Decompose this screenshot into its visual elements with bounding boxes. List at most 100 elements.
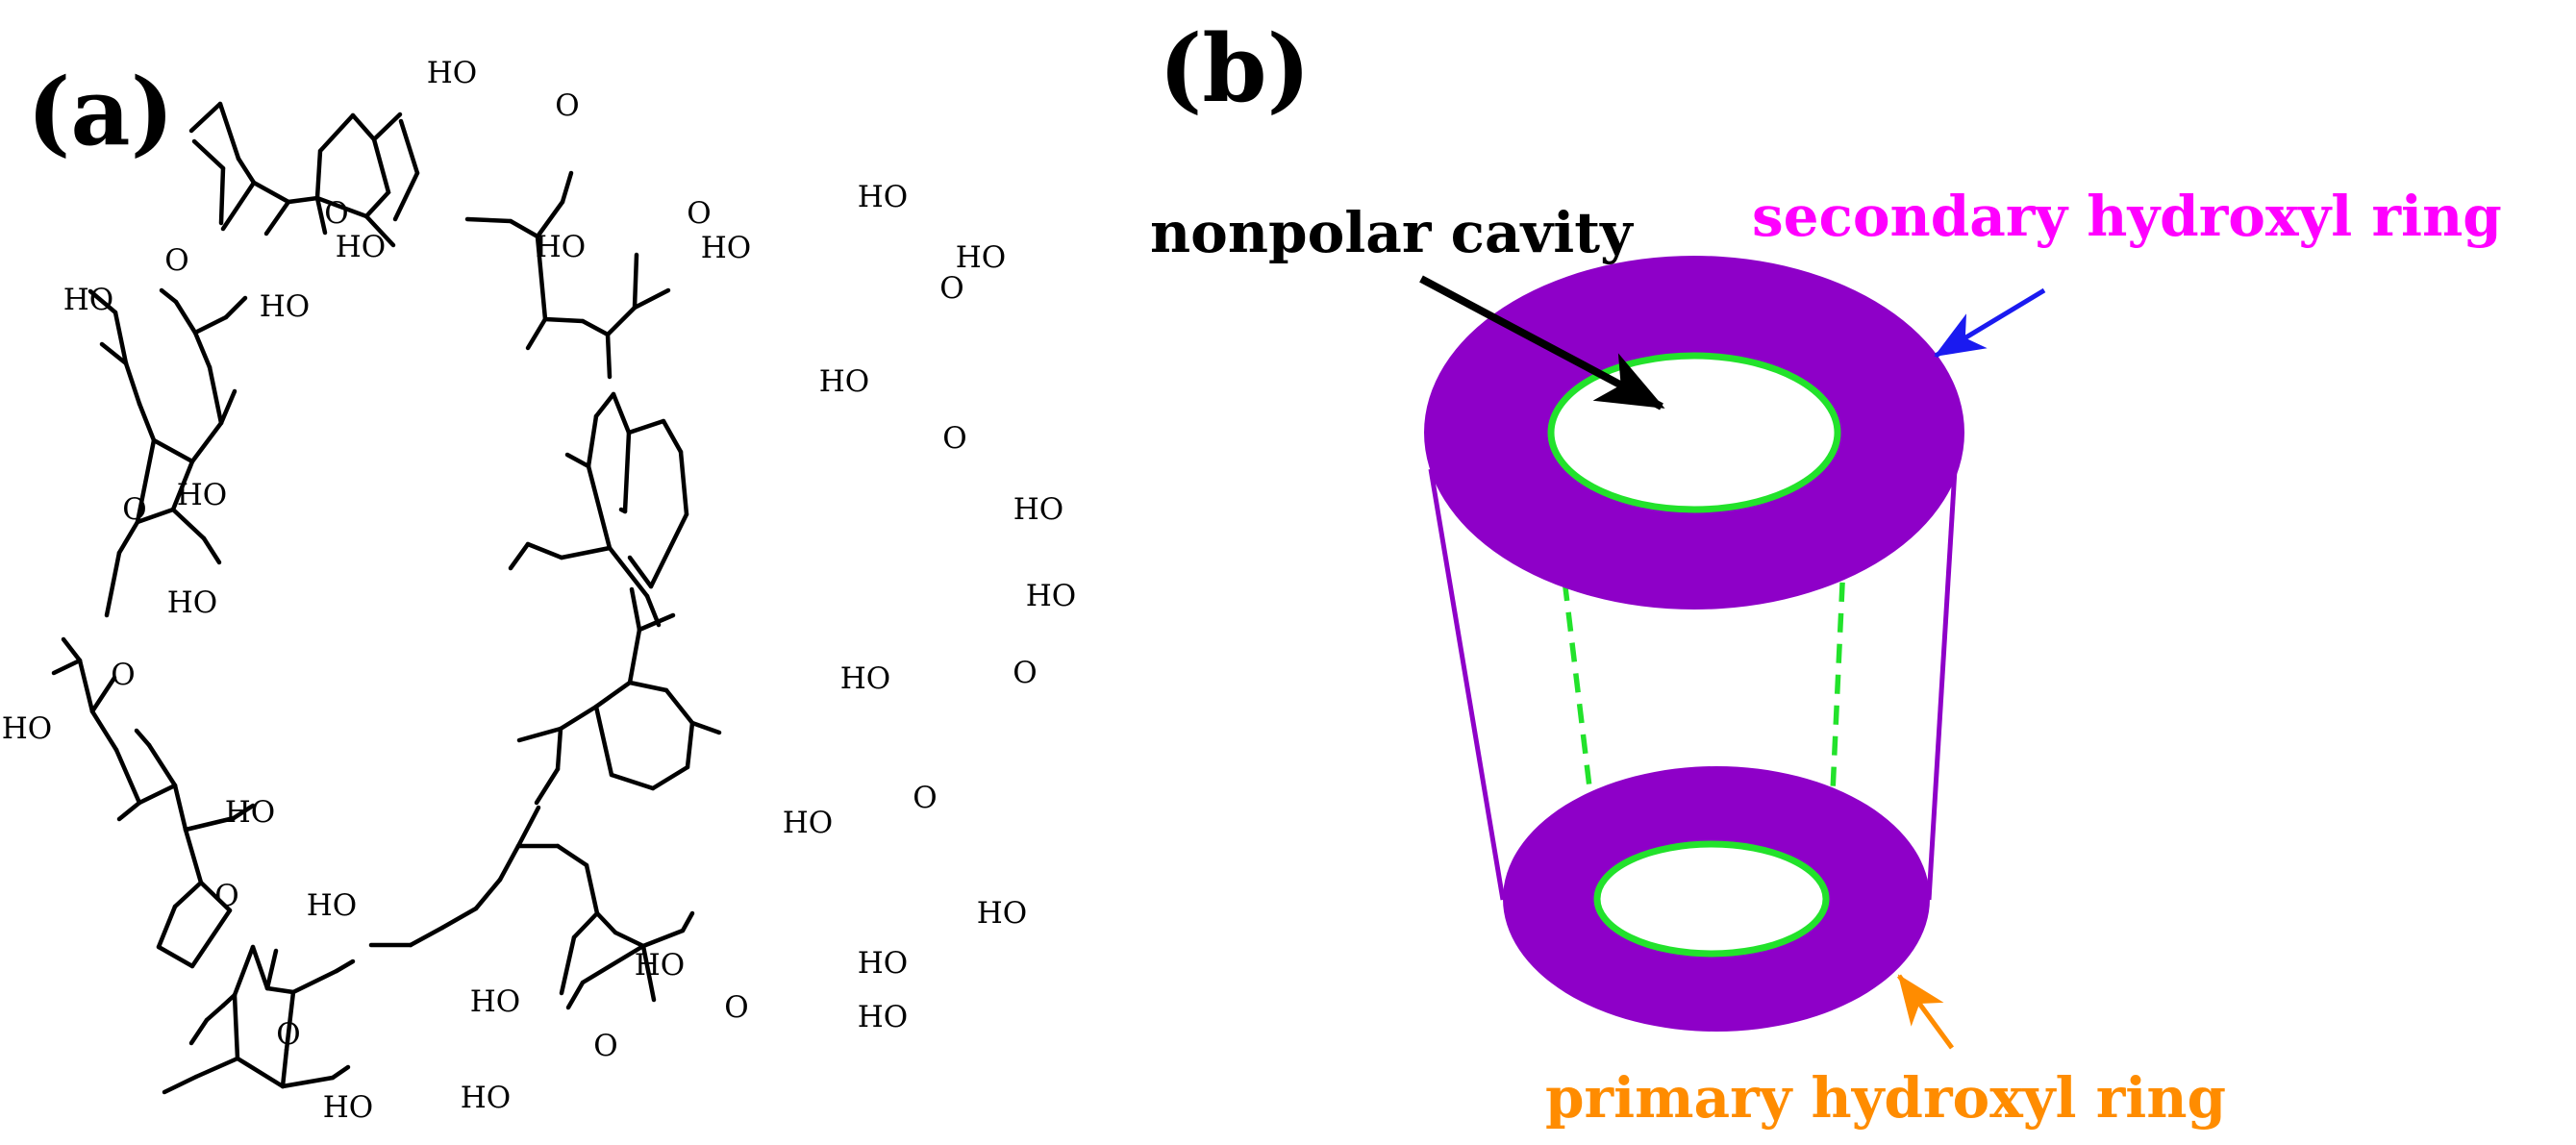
- ring-oxygen-label-11: O: [939, 271, 963, 306]
- hydroxyl-label-24: HO: [225, 795, 275, 830]
- bond-69: [640, 943, 657, 1003]
- bond-46: [558, 704, 599, 732]
- structure-bonds: [41, 91, 732, 1105]
- bond-106: [183, 815, 237, 833]
- bond-61: [439, 906, 479, 931]
- bond-116: [189, 420, 224, 464]
- bond-82: [235, 1056, 286, 1089]
- hydroxyl-label-14: HO: [956, 240, 1006, 275]
- bond-113: [104, 550, 122, 618]
- bond-109: [156, 904, 178, 950]
- secondary-hydroxyl-ring-label: secondary hydroxyl ring: [1752, 184, 2502, 249]
- bond-70: [640, 928, 686, 949]
- bond-35: [525, 541, 564, 560]
- primary-hydroxyl-ring: [1503, 766, 1930, 1032]
- hydroxyl-label-18: HO: [1013, 492, 1063, 527]
- bond-22: [632, 252, 639, 311]
- bond-119: [192, 330, 213, 370]
- bond-28: [618, 507, 628, 514]
- bond-49: [534, 766, 561, 806]
- hydroxyl-label-30: HO: [470, 984, 520, 1019]
- bond-8: [220, 180, 257, 232]
- bond-40: [678, 449, 689, 517]
- bond-53: [650, 764, 690, 791]
- bond-77: [290, 968, 339, 995]
- bond-105: [51, 658, 83, 676]
- bond-50: [627, 680, 669, 693]
- bond-7: [263, 199, 291, 236]
- bond-30: [586, 413, 599, 469]
- ring-oxygen-label-7: O: [164, 243, 188, 278]
- bond-18: [535, 234, 548, 322]
- bond-42: [627, 555, 654, 589]
- bond-62: [408, 925, 445, 948]
- bond-56: [689, 720, 722, 735]
- bond-84: [330, 1064, 351, 1081]
- bond-117: [218, 388, 238, 426]
- hydroxyl-label-1: HO: [427, 56, 477, 90]
- ring-oxygen-label-28: O: [214, 879, 238, 913]
- bond-96: [146, 742, 178, 788]
- ring-oxygen-label-19: O: [1013, 656, 1037, 690]
- bond-underlay-1: [305, 103, 365, 211]
- ring-oxygen-label-36: O: [276, 1017, 300, 1052]
- bond-125: [137, 401, 157, 443]
- bond-34: [559, 545, 613, 560]
- bond-98: [137, 783, 178, 806]
- bond-85: [284, 989, 296, 1053]
- bond-36: [508, 541, 531, 571]
- primary-ring-opening: [1593, 840, 1830, 958]
- bond-31: [586, 463, 613, 551]
- hydroxyl-label-20: HO: [1026, 579, 1076, 613]
- bond-65: [555, 843, 589, 868]
- ring-oxygen-label-25: O: [913, 781, 937, 815]
- bond-1: [314, 112, 356, 201]
- bond-11: [191, 138, 226, 171]
- secondary-ring-opening: [1547, 352, 1841, 513]
- primary-ring-band: [1503, 766, 1930, 1032]
- ring-oxygen-label-13: O: [942, 421, 966, 456]
- bond-88: [220, 992, 238, 1008]
- bond-122: [192, 314, 229, 336]
- panel-a-label: (a): [27, 58, 174, 166]
- bond-118: [207, 364, 224, 426]
- hydroxyl-label-31: HO: [635, 948, 685, 983]
- bond-47: [516, 726, 563, 743]
- ring-oxygen-label-34: O: [593, 1029, 617, 1063]
- hydroxyl-label-33: HO: [858, 1000, 908, 1034]
- bond-92: [162, 1074, 199, 1095]
- hydroxyl-label-21: HO: [840, 661, 890, 696]
- nonpolar-cavity-arrow: [1419, 275, 1665, 411]
- hydroxyl-label-8: HO: [63, 283, 113, 317]
- ring-oxygen-label-6: O: [324, 196, 348, 231]
- bond-132: [88, 288, 118, 315]
- bond-86: [280, 1047, 289, 1089]
- bond-68: [613, 930, 646, 949]
- bond-43: [629, 586, 642, 633]
- bond-9: [236, 156, 257, 186]
- hydroxyl-label-5: HO: [536, 230, 586, 264]
- bond-59: [497, 843, 521, 883]
- bond-2: [371, 112, 403, 142]
- bond-129: [123, 361, 142, 407]
- bond-32: [607, 545, 650, 599]
- bond-103: [77, 658, 95, 714]
- bond-44: [627, 627, 642, 685]
- primary-ring-arrow: [1896, 974, 1955, 1050]
- ring-oxygen-label-3: O: [687, 196, 711, 231]
- bond-79: [250, 944, 270, 991]
- bond-60: [473, 877, 503, 911]
- bond-3: [398, 118, 420, 176]
- bond-107: [231, 803, 256, 821]
- bond-19: [542, 316, 586, 324]
- bond-41: [648, 511, 689, 589]
- ring-oxygen-label-35: O: [724, 990, 748, 1025]
- bond-51: [663, 687, 695, 726]
- bond-29: [593, 391, 616, 419]
- hydroxyl-label-26: HO: [783, 806, 833, 840]
- bond-23: [525, 316, 548, 351]
- bond-115: [170, 459, 195, 512]
- bond-58: [515, 805, 541, 849]
- bond-97: [134, 728, 152, 748]
